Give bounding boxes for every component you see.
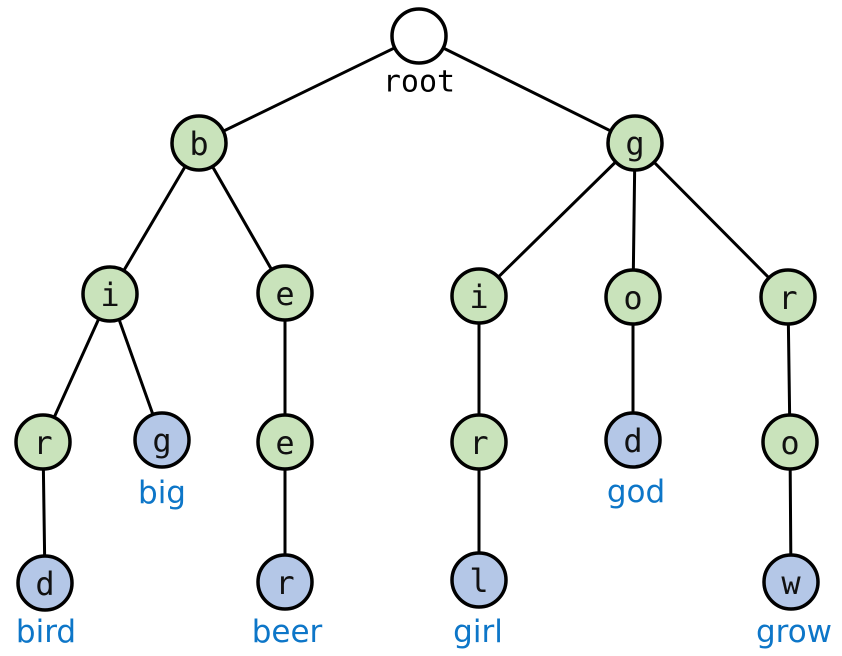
node-letter: o [780, 424, 799, 462]
node-circle [450, 551, 508, 609]
node-circle [256, 413, 314, 471]
word-label-bird: bird [16, 614, 76, 650]
node-letter: l [469, 562, 488, 600]
node-circle [133, 411, 191, 469]
node-circle [606, 114, 664, 172]
trie-node-g-r-o-w: w [762, 553, 820, 611]
root-node-caption: root [383, 65, 455, 100]
node-circle [761, 413, 819, 471]
trie-node-g-i: i [450, 267, 508, 325]
node-letter: g [625, 125, 644, 163]
nodes: root b g i e i o r [14, 7, 820, 612]
trie-node-g-r: r [759, 268, 817, 326]
trie-node-b: b [170, 114, 228, 172]
node-circle [759, 268, 817, 326]
node-letter: e [275, 275, 294, 313]
word-label-god: god [607, 474, 665, 510]
word-label-big: big [138, 475, 186, 511]
node-circle [604, 268, 662, 326]
trie-node-g-r-o: o [761, 413, 819, 471]
node-circle [256, 264, 314, 322]
node-circle [256, 553, 314, 611]
edge-g-i [477, 141, 637, 298]
trie-node-b-e-e-r: r [256, 553, 314, 611]
edge-root-b [197, 34, 421, 145]
node-circle [450, 413, 508, 471]
node-letter: d [623, 422, 642, 460]
node-circle [604, 411, 662, 469]
trie-node-b-i-r: r [14, 413, 72, 471]
trie-node-g: g [606, 114, 664, 172]
node-circle [450, 267, 508, 325]
node-letter: r [469, 424, 488, 462]
node-circle [170, 114, 228, 172]
trie-node-b-e: e [256, 264, 314, 322]
node-letter: d [35, 565, 54, 603]
node-letter: i [100, 276, 119, 314]
root-node-circle [390, 7, 448, 65]
word-labels: big god bird beer girl grow [16, 474, 832, 650]
node-letter: r [275, 564, 294, 602]
word-label-beer: beer [252, 614, 323, 650]
edge-root-g [417, 34, 637, 145]
node-letter: e [275, 424, 294, 462]
node-letter: r [778, 279, 797, 317]
node-letter: b [189, 125, 208, 163]
node-letter: i [469, 278, 488, 316]
node-letter: w [781, 564, 801, 602]
trie-node-b-i: i [81, 265, 139, 323]
trie-node-root [390, 7, 448, 65]
word-label-grow: grow [756, 614, 832, 650]
node-circle [762, 553, 820, 611]
trie-node-g-o-d: d [604, 411, 662, 469]
trie-node-g-i-r: r [450, 413, 508, 471]
trie-node-b-i-g: g [133, 411, 191, 469]
node-letter: r [33, 424, 52, 462]
trie-node-b-e-e: e [256, 413, 314, 471]
node-letter: o [623, 279, 642, 317]
node-letter: g [152, 422, 171, 460]
trie-node-b-i-r-d: d [16, 554, 74, 612]
word-label-girl: girl [453, 614, 503, 650]
trie-node-g-o: o [604, 268, 662, 326]
edge-b-i [108, 141, 201, 296]
edge-g-r [633, 141, 790, 299]
trie-node-g-i-r-l: l [450, 551, 508, 609]
node-circle [14, 413, 72, 471]
node-circle [16, 554, 74, 612]
node-circle [81, 265, 139, 323]
edge-b-e [197, 141, 287, 295]
